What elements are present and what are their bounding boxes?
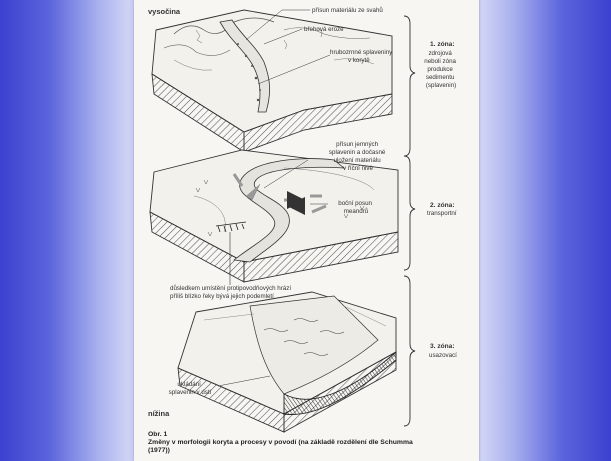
river-zones-diagram: vysočina: [134, 0, 479, 461]
upland-label: vysočina: [148, 7, 181, 16]
figure-caption-line2: (1977)): [148, 447, 170, 454]
figure-page: vysočina: [134, 0, 479, 461]
zone2-bracket: [404, 156, 415, 270]
zone3-title: 3. zóna:: [430, 343, 455, 350]
figure-caption-line1: Změny v morfologii koryta a procesy v po…: [148, 439, 413, 446]
zone1-erosion-label: břehová eroze: [304, 26, 344, 33]
zone2-title: 2. zóna:: [430, 202, 455, 209]
zone3-block: [178, 292, 396, 432]
levee-note: důsledkem umístění protipovodňových hráz…: [170, 285, 293, 300]
zone1-description: zdrojová neboli zóna produkce sedimentu …: [424, 50, 457, 89]
zone2-description: transportní: [427, 210, 457, 217]
lowland-label: nížina: [148, 409, 170, 418]
zone3-description: usazovací: [429, 352, 457, 359]
zone1-title: 1. zóna:: [430, 41, 455, 48]
zone1-supply-label: přísun materiálu ze svahů: [312, 7, 383, 14]
zone1-bracket: [404, 16, 415, 156]
figure-number: Obr. 1: [148, 431, 167, 438]
zone3-bracket: [404, 276, 415, 426]
zone1-block: [152, 10, 392, 152]
